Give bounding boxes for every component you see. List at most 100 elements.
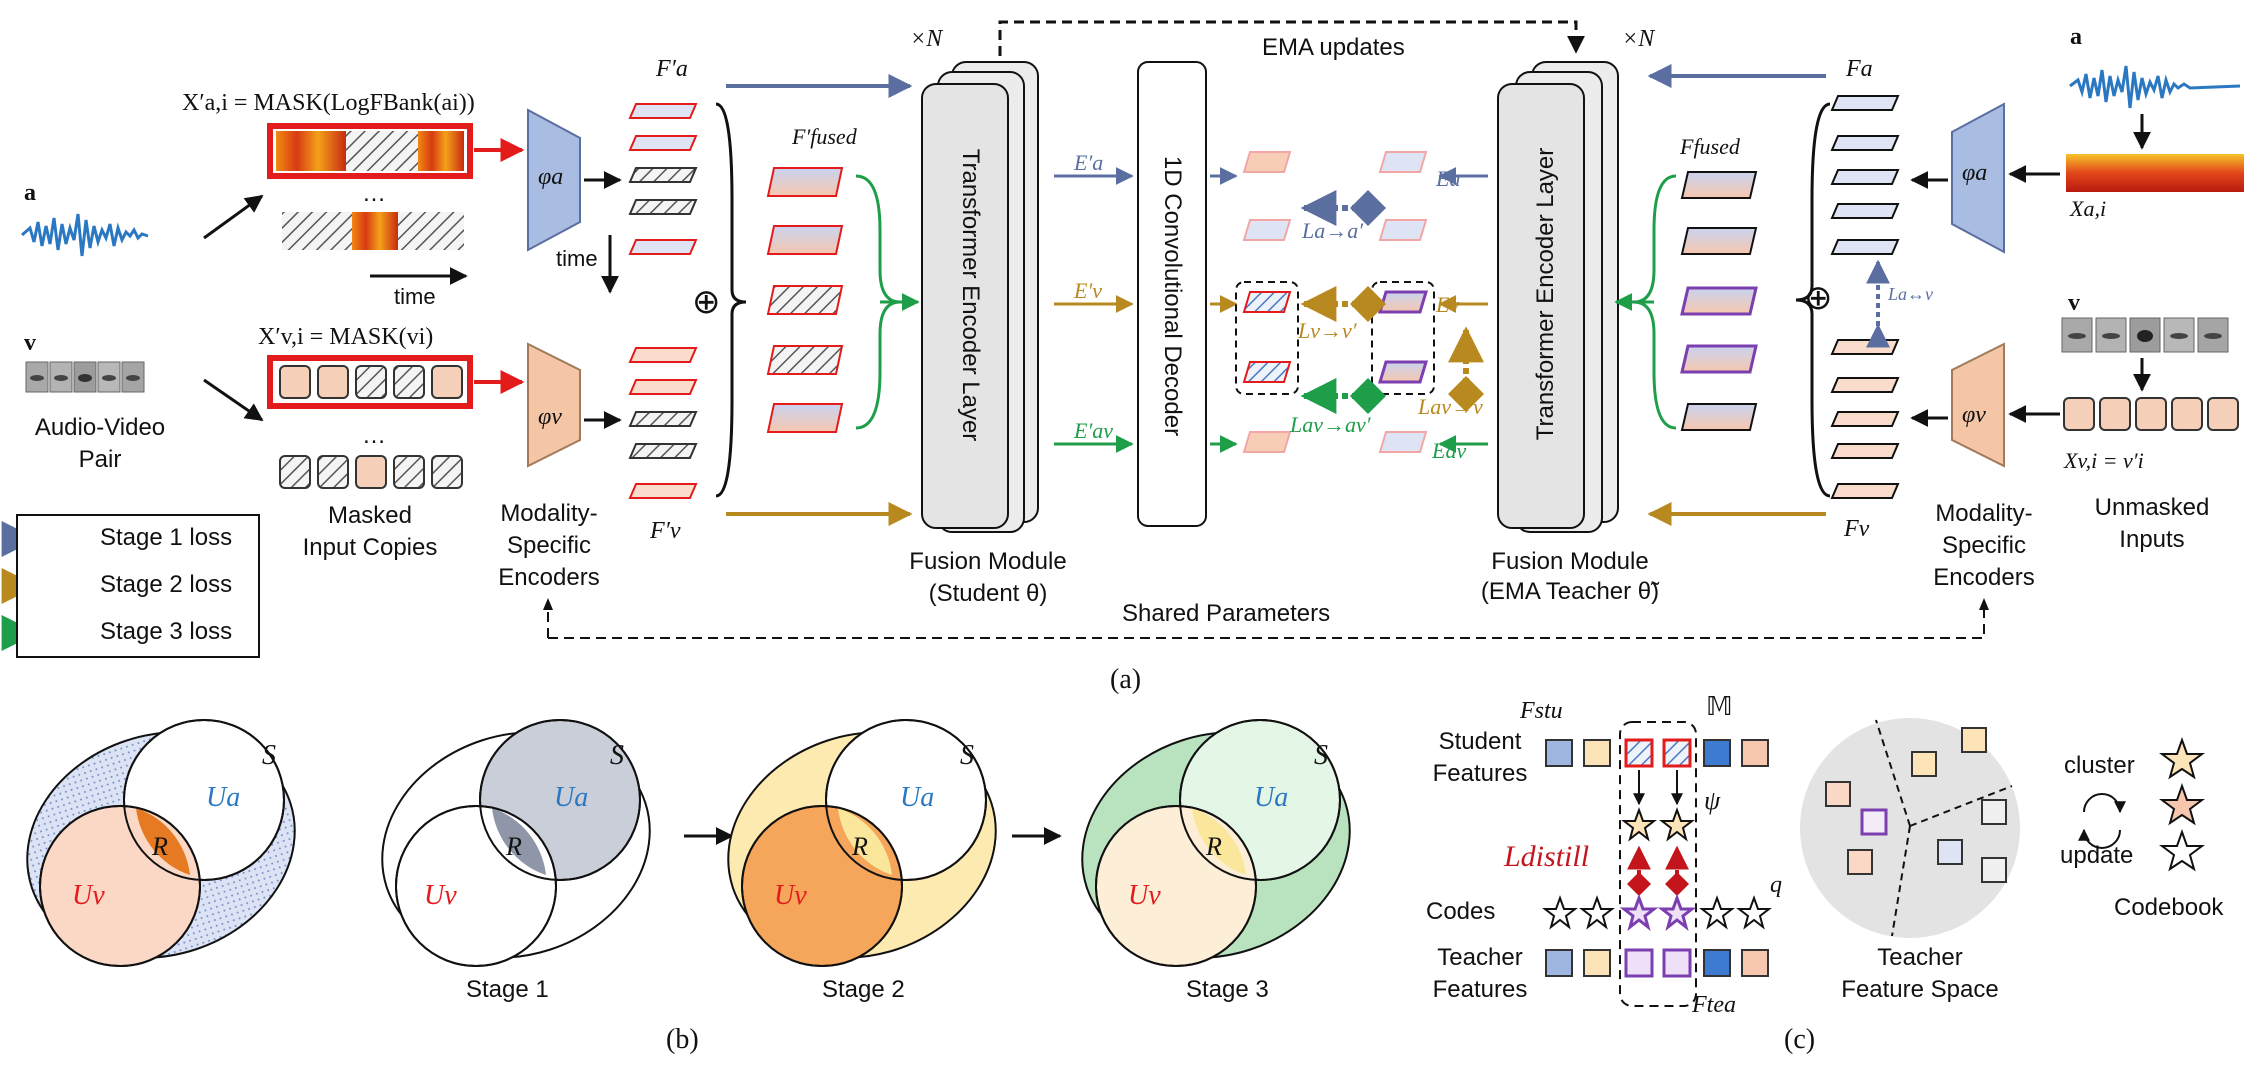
ema-updates-label: EMA updates bbox=[1262, 34, 1405, 61]
brace-right bbox=[1795, 102, 1831, 498]
venn0-r: R bbox=[152, 832, 168, 861]
encoder-video-student bbox=[527, 342, 581, 468]
caption-a: (a) bbox=[1110, 664, 1142, 695]
eav-label: Eav bbox=[1432, 438, 1467, 463]
feature-fused-label: Ffused bbox=[1680, 134, 1740, 159]
input-audio-label-left: a bbox=[24, 180, 36, 206]
stage2-label: Stage 2 bbox=[822, 976, 905, 1003]
venn0-s: S bbox=[262, 740, 276, 771]
encoder-audio-teacher bbox=[1951, 102, 2005, 254]
venn2-s: S bbox=[960, 740, 974, 771]
shared-arrow-left bbox=[543, 598, 553, 610]
codes-label: Codes bbox=[1426, 898, 1496, 925]
loss-v-label: Lv→v′ bbox=[1298, 318, 1357, 343]
encoders-right-line2: Specific bbox=[1941, 532, 2027, 559]
teacher-video-features bbox=[1830, 339, 1900, 499]
loss-a-v-label: La↔v bbox=[1888, 284, 1933, 304]
venn0-ua: Ua bbox=[206, 782, 241, 813]
teacher-feature-space bbox=[1800, 718, 2020, 938]
venn-0 bbox=[26, 719, 296, 967]
codebook-label: Codebook bbox=[2114, 894, 2224, 921]
feature-fv-label: Fv bbox=[1844, 516, 1870, 542]
ellipsis-audio: … bbox=[362, 180, 386, 207]
arrow-video-to-mask bbox=[203, 378, 264, 422]
ellipsis-video: … bbox=[362, 422, 386, 449]
arrow-audio-to-mask bbox=[203, 194, 264, 240]
encoders-right-line3: Encoders bbox=[1933, 564, 2035, 591]
unmasked-line2: Inputs bbox=[2119, 526, 2185, 553]
unmasked-video-inputs bbox=[2063, 397, 2239, 431]
video-frames-left bbox=[25, 361, 145, 393]
masked-video-copies bbox=[267, 355, 473, 489]
loss-av-v-label: Lav→v bbox=[1418, 394, 1483, 419]
ev-label: Ev bbox=[1436, 292, 1460, 317]
feature-fa-prime-label: F′a bbox=[656, 56, 688, 82]
teacher-layer-label: Transformer Encoder Layer bbox=[1532, 147, 1559, 441]
oplus-right: ⊕ bbox=[1804, 279, 1833, 317]
student-video-features bbox=[628, 347, 698, 499]
caption-b: (b) bbox=[666, 1024, 699, 1055]
mask-m-label: 𝕄 bbox=[1706, 692, 1733, 721]
venn2-r: R bbox=[852, 832, 868, 861]
student-name-line2: (Student θ) bbox=[928, 580, 1048, 607]
cluster-label: cluster bbox=[2064, 752, 2135, 779]
teacher-features-line2: Features bbox=[1432, 976, 1528, 1003]
psi-label: ψ bbox=[1704, 786, 1721, 815]
f-tea-label: Ftea bbox=[1692, 992, 1736, 1018]
distill-loss-label: Ldistill bbox=[1504, 840, 1590, 873]
mask-region bbox=[1619, 721, 1697, 1007]
stage1-label: Stage 1 bbox=[466, 976, 549, 1003]
update-label: update bbox=[2060, 842, 2134, 869]
masked-audio-formula: X′a,i = MASK(LogFBank(ai)) bbox=[182, 90, 475, 116]
masked-copies-line2: Input Copies bbox=[302, 534, 438, 561]
encoders-left-line3: Encoders bbox=[498, 564, 600, 591]
venn2-ua: Ua bbox=[900, 782, 935, 813]
student-layer-label: Transformer Encoder Layer bbox=[957, 148, 984, 442]
x-a-right-label: Xa,i bbox=[2070, 196, 2107, 221]
legend-stage3-label: Stage 3 loss bbox=[100, 618, 233, 645]
venn-1 bbox=[381, 719, 651, 967]
student-feature-row bbox=[1545, 738, 1769, 768]
encoders-right-line1: Modality- bbox=[1935, 500, 2033, 527]
student-transformer-stack bbox=[921, 61, 1039, 533]
feature-space-line2: Feature Space bbox=[1841, 976, 1999, 1003]
cycle-arrows bbox=[2078, 793, 2126, 849]
legend-stage1-label: Stage 1 loss bbox=[100, 524, 233, 551]
legend-stage2-label: Stage 2 loss bbox=[100, 571, 233, 598]
loss-av-label: Lav→av′ bbox=[1290, 412, 1371, 437]
teacher-fused-features bbox=[1680, 171, 1758, 431]
feature-fused-prime-label: F′fused bbox=[792, 124, 857, 149]
pair-label-line1: Audio-Video bbox=[34, 414, 166, 441]
stage3-label: Stage 3 bbox=[1186, 976, 1269, 1003]
pair-label-line2: Pair bbox=[78, 446, 122, 473]
venn1-uv: Uv bbox=[424, 880, 457, 911]
conv-decoder-box bbox=[1137, 61, 1207, 527]
shared-parameters-label: Shared Parameters bbox=[1122, 600, 1331, 627]
masked-video-formula: X′v,i = MASK(vi) bbox=[258, 324, 434, 350]
spectrogram-right bbox=[2066, 154, 2244, 192]
ea-label: Ea bbox=[1436, 166, 1461, 191]
venn-3 bbox=[1081, 719, 1351, 967]
ea-prime-label: E′a bbox=[1074, 150, 1104, 175]
venn2-uv: Uv bbox=[774, 880, 807, 911]
encoders-left-line1: Modality- bbox=[500, 500, 598, 527]
student-features-line2: Features bbox=[1432, 760, 1528, 787]
teacher-feature-row bbox=[1545, 948, 1769, 978]
encoder-video-teacher bbox=[1951, 342, 2005, 468]
venn3-r: R bbox=[1206, 832, 1222, 861]
codebook-stars bbox=[2159, 737, 2205, 872]
teacher-transformer-stack bbox=[1497, 61, 1619, 533]
venn1-ua: Ua bbox=[554, 782, 589, 813]
f-stu-label: Fstu bbox=[1520, 698, 1563, 724]
venn0-uv: Uv bbox=[72, 880, 105, 911]
encoder-video-teacher-label: φv bbox=[1962, 402, 1986, 428]
venn1-s: S bbox=[610, 740, 624, 771]
eav-prime-label: E′av bbox=[1074, 418, 1114, 443]
audio-waveform-right bbox=[2069, 65, 2241, 109]
oplus-left: ⊕ bbox=[692, 283, 721, 321]
input-video-label-left: v bbox=[24, 330, 36, 356]
venn1-r: R bbox=[506, 832, 522, 861]
feature-fv-prime-label: F′v bbox=[650, 518, 681, 544]
predicted-codes bbox=[1621, 807, 1695, 842]
